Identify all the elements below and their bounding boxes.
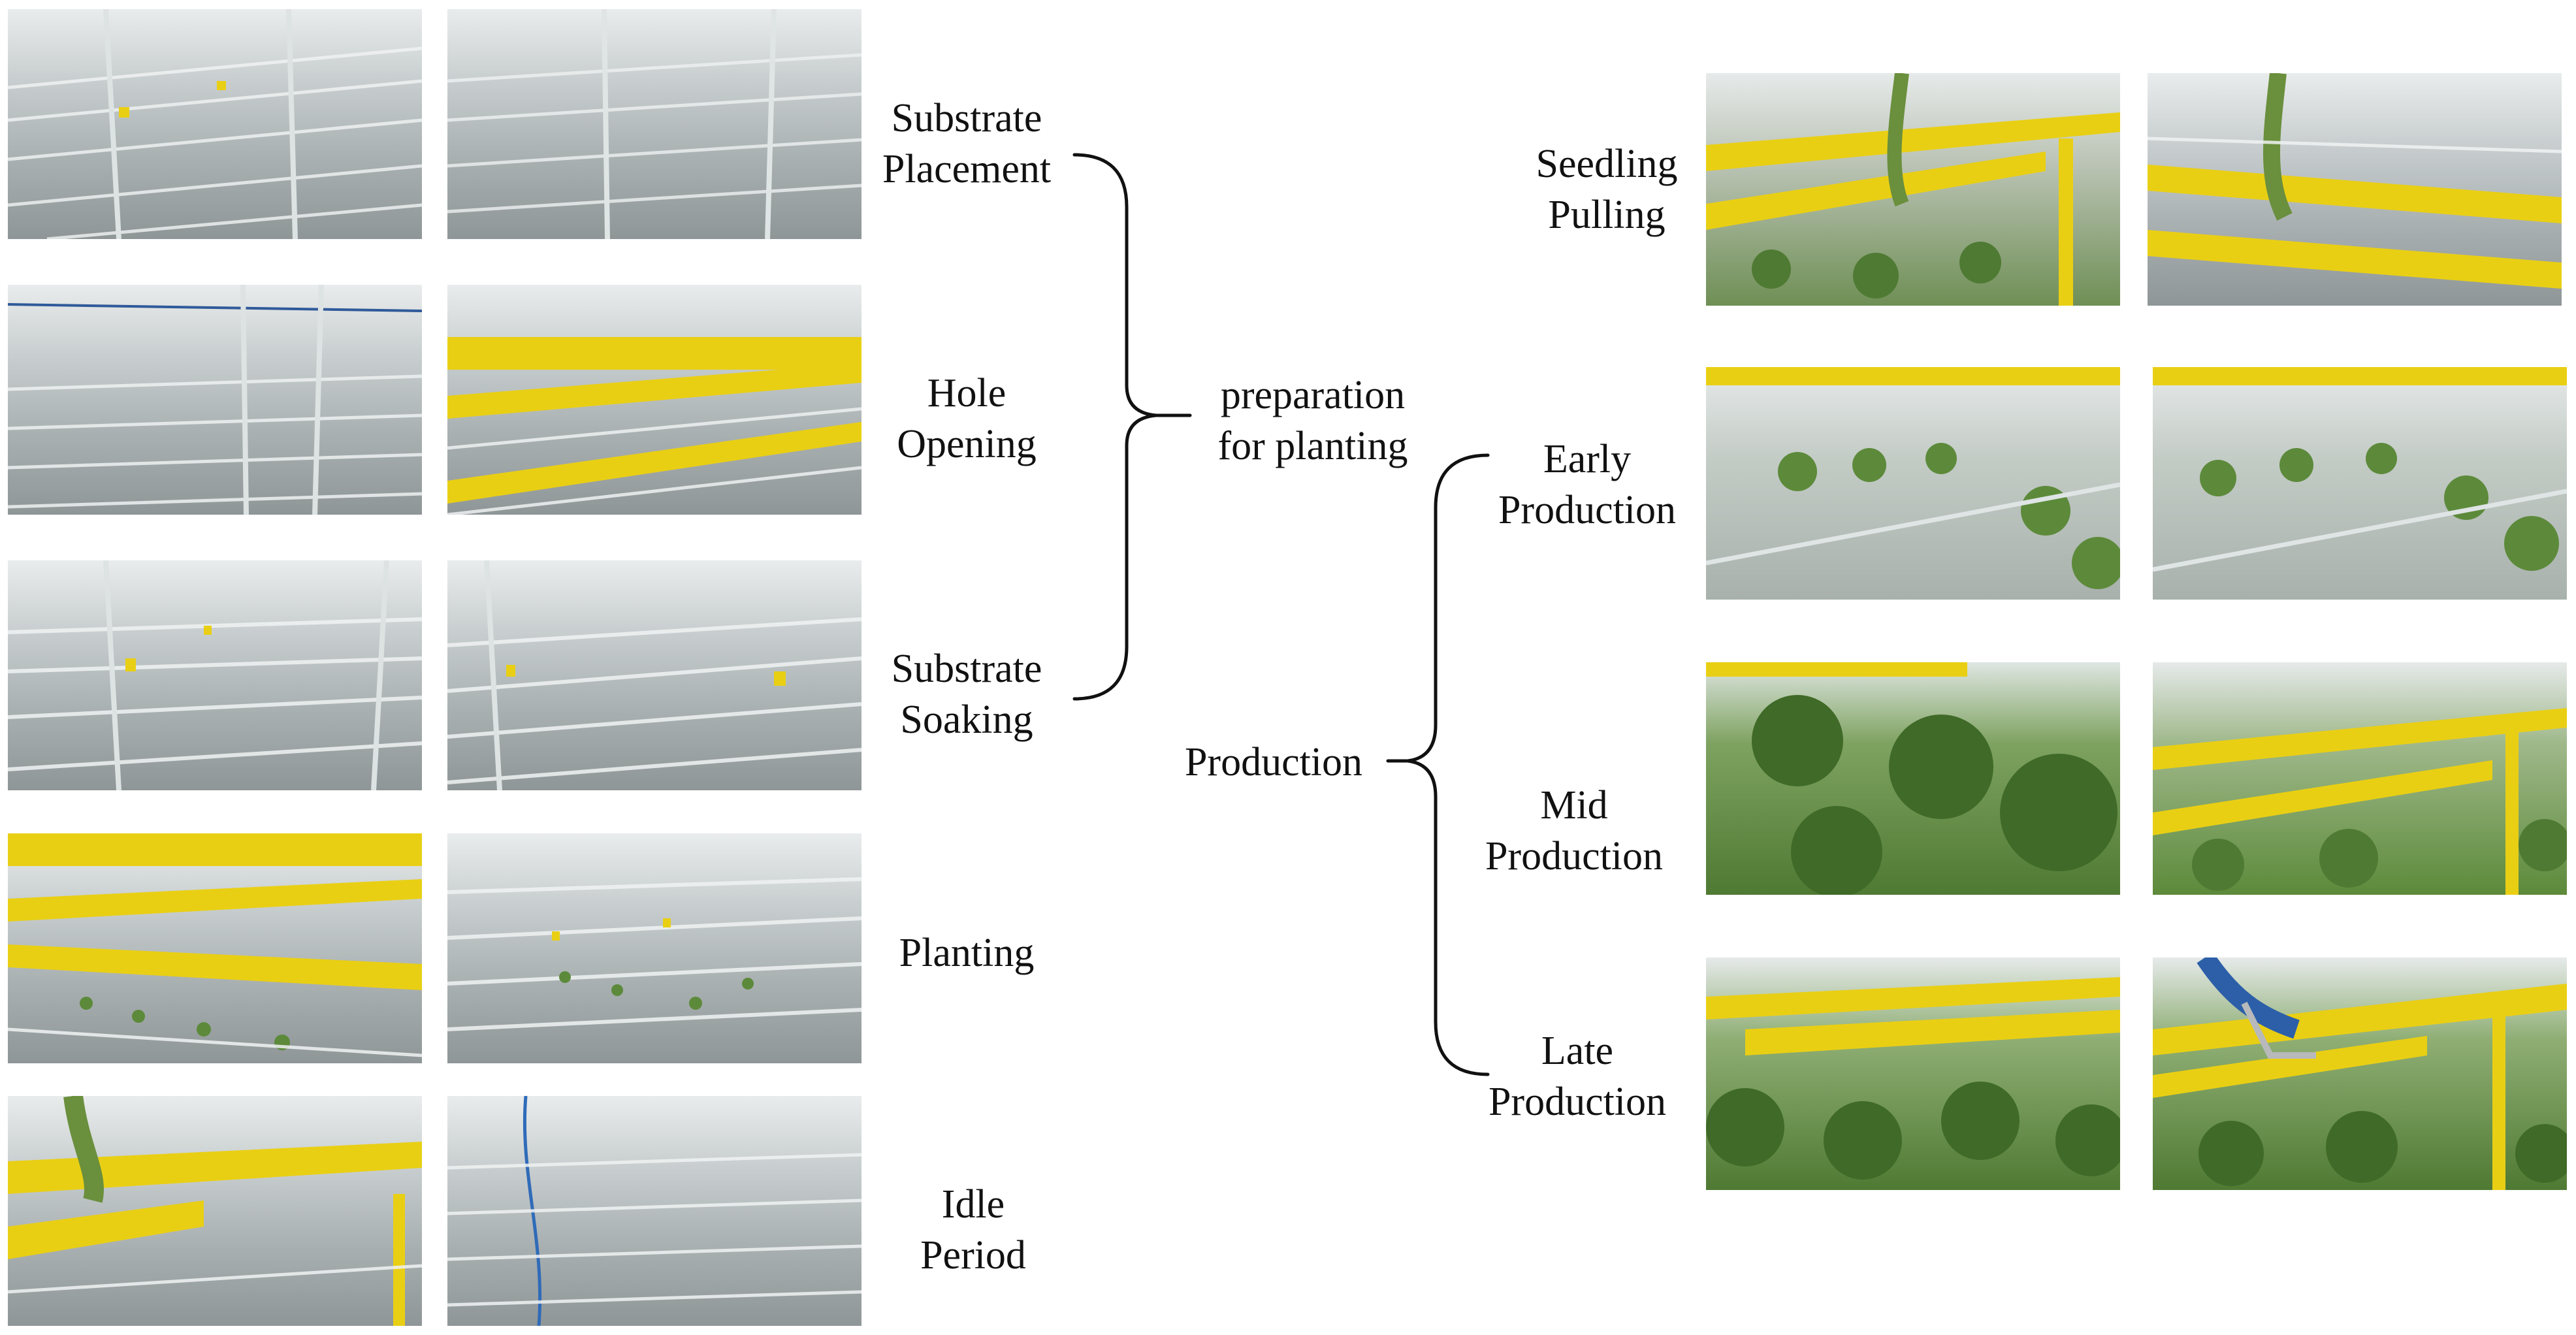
label-line: Planting bbox=[899, 931, 1035, 975]
idle-period-photo-2 bbox=[447, 1096, 861, 1326]
mid-production-photo-2 bbox=[2153, 662, 2567, 895]
late-production-photo-2 bbox=[2153, 957, 2567, 1190]
planting-photo-1 bbox=[8, 833, 422, 1063]
label-line: Seedling bbox=[1536, 142, 1678, 186]
label-hole-opening: Hole Opening bbox=[869, 368, 1065, 470]
early-production-photo-2 bbox=[2153, 367, 2567, 600]
label-line: Pulling bbox=[1548, 193, 1666, 237]
label-line: Production bbox=[1184, 740, 1363, 784]
label-line: Hole bbox=[927, 371, 1006, 415]
substrate-placement-photo-1 bbox=[8, 9, 422, 239]
seedling-pulling-photo-2 bbox=[2148, 73, 2562, 306]
label-line: for planting bbox=[1217, 424, 1408, 468]
label-line: Substrate bbox=[891, 647, 1042, 691]
early-production-photo-1 bbox=[1706, 367, 2120, 600]
production-brace bbox=[1407, 453, 1490, 1076]
label-substrate-placement: Substrate Placement bbox=[869, 93, 1065, 195]
label-line: Substrate bbox=[891, 96, 1042, 140]
label-mid-production: Mid Production bbox=[1470, 780, 1679, 882]
label-seedling-pulling: Seedling Pulling bbox=[1502, 138, 1711, 240]
label-line: Production bbox=[1498, 488, 1677, 532]
substrate-soaking-photo-2 bbox=[447, 560, 861, 790]
mid-production-photo-1 bbox=[1706, 662, 2120, 895]
label-line: Production bbox=[1485, 834, 1664, 878]
substrate-placement-photo-2 bbox=[447, 9, 861, 239]
label-line: Production bbox=[1488, 1080, 1667, 1124]
label-idle-period: Idle Period bbox=[875, 1179, 1071, 1281]
idle-period-photo-1 bbox=[8, 1096, 422, 1326]
label-line: Late bbox=[1541, 1029, 1614, 1073]
label-line: Period bbox=[920, 1233, 1026, 1278]
seedling-pulling-photo-1 bbox=[1706, 73, 2120, 306]
substrate-soaking-photo-1 bbox=[8, 560, 422, 790]
label-line: Mid bbox=[1540, 783, 1608, 828]
label-line: Soaking bbox=[900, 698, 1033, 742]
label-line: Opening bbox=[897, 422, 1037, 466]
planting-photo-2 bbox=[447, 833, 861, 1063]
label-production: Production bbox=[1163, 737, 1385, 788]
label-line: preparation bbox=[1220, 373, 1406, 417]
preparation-brace bbox=[1072, 153, 1157, 701]
label-line: Placement bbox=[882, 147, 1052, 191]
hole-opening-photo-1 bbox=[8, 285, 422, 515]
late-production-photo-1 bbox=[1706, 957, 2120, 1190]
label-substrate-soaking: Substrate Soaking bbox=[869, 643, 1065, 745]
label-line: Idle bbox=[941, 1182, 1005, 1227]
label-late-production: Late Production bbox=[1473, 1025, 1682, 1127]
hole-opening-photo-2 bbox=[447, 285, 861, 515]
label-early-production: Early Production bbox=[1483, 434, 1692, 536]
label-preparation-for-planting: preparation for planting bbox=[1189, 370, 1437, 472]
label-planting: Planting bbox=[869, 927, 1065, 978]
label-line: Early bbox=[1543, 437, 1632, 481]
